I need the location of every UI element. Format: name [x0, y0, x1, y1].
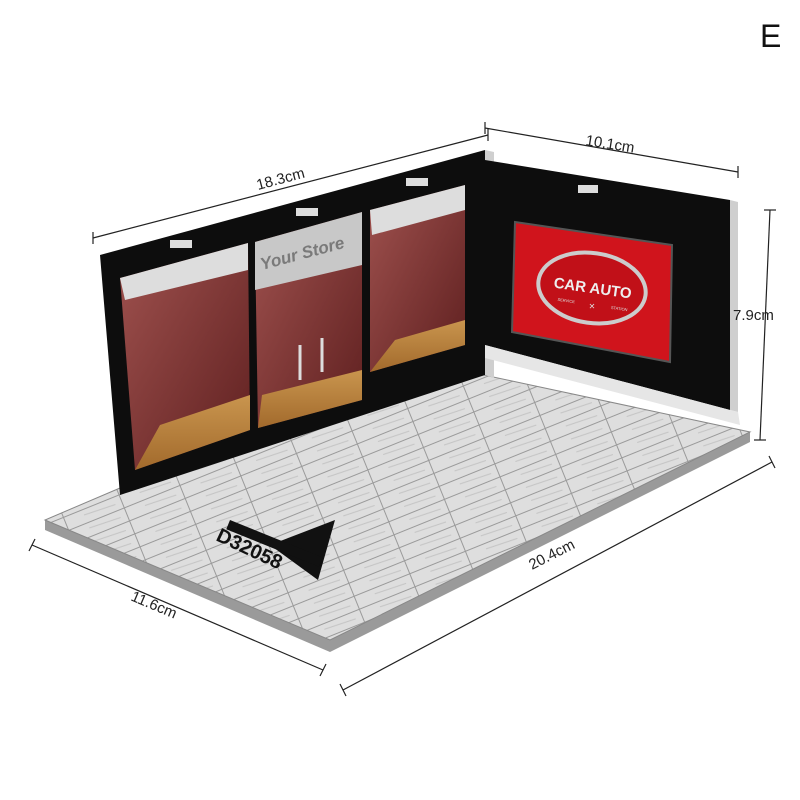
logo-right-sub: STATION [611, 305, 628, 312]
logo-left-sub: SERVICE [557, 297, 575, 304]
floor-base [43, 371, 752, 652]
lamp-icon [406, 178, 428, 186]
lamp-icon [578, 185, 598, 193]
dim-height: 7.9cm [733, 307, 774, 324]
lamp-icon [296, 208, 318, 216]
dimension-lines [28, 122, 776, 697]
ceiling-lamps [170, 178, 428, 248]
shop-door: Your Store [255, 212, 362, 428]
variant-label: E [760, 18, 781, 54]
side-wall: CAR AUTO SERVICE STATION ✕ [485, 160, 740, 425]
shop-window-right [370, 185, 465, 372]
car-auto-sign: CAR AUTO SERVICE STATION ✕ [510, 220, 674, 364]
dim-base-depth: 11.6cm [128, 588, 179, 622]
wrench-icon: ✕ [589, 302, 596, 311]
dim-side-wall-width: 10.1cm [584, 132, 635, 156]
shop-window-left [120, 243, 250, 470]
lamp-icon [170, 240, 192, 248]
